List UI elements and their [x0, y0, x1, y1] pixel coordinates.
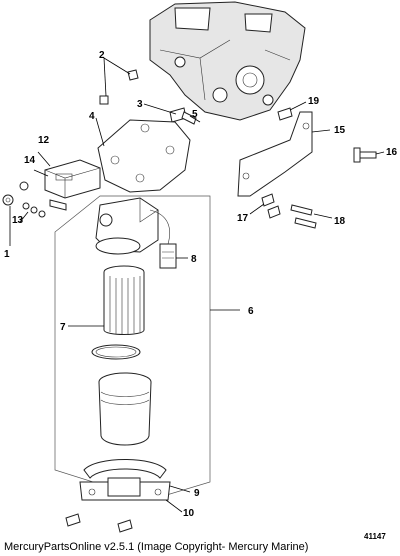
module-12 — [44, 159, 101, 199]
callout-8: 8 — [191, 254, 197, 265]
callout-6: 6 — [248, 306, 254, 317]
spacer-19 — [277, 107, 293, 121]
callout-9: 9 — [194, 488, 200, 499]
callout-17: 17 — [237, 213, 249, 224]
filter-element-7 — [103, 265, 145, 335]
filter-bowl — [98, 372, 152, 446]
bolts-18 — [290, 204, 317, 229]
callout-10: 10 — [183, 508, 195, 519]
callout-18: 18 — [334, 216, 346, 227]
callout-14: 14 — [24, 155, 36, 166]
clamp-9 — [83, 459, 167, 479]
spacers-17 — [261, 193, 281, 219]
bolt-2b — [99, 95, 109, 105]
callout-16: 16 — [386, 147, 398, 158]
callout-7: 7 — [60, 322, 66, 333]
assembly-frame — [54, 195, 211, 501]
bracket-15 — [237, 111, 313, 197]
bolt-16 — [353, 147, 377, 163]
bracket-10 — [79, 477, 171, 501]
callout-2: 2 — [99, 50, 105, 61]
bolt-2a — [127, 69, 139, 81]
mounting-bracket — [97, 119, 191, 193]
filter-head — [95, 197, 159, 255]
callout-5: 5 — [192, 109, 198, 120]
sensor-8 — [149, 209, 177, 269]
callout-19: 19 — [308, 96, 320, 107]
nut-1 — [2, 194, 14, 206]
callout-4: 4 — [89, 111, 95, 122]
callout-labels: 1 2 3 4 5 6 7 8 9 10 12 13 14 15 16 17 1… — [4, 50, 398, 519]
bolt-5 — [169, 107, 197, 125]
washer-14 — [19, 181, 29, 191]
drawing-number: 41147 — [364, 532, 386, 541]
callout-13: 13 — [12, 215, 24, 226]
washer-stack-13 — [22, 199, 67, 218]
bolts-lower — [65, 513, 133, 533]
engine-block — [149, 1, 306, 121]
o-ring — [91, 344, 141, 360]
footer-copyright: MercuryPartsOnline v2.5.1 (Image Copyrig… — [4, 541, 309, 553]
callout-12: 12 — [38, 135, 50, 146]
callout-15: 15 — [334, 125, 346, 136]
callout-3: 3 — [137, 99, 143, 110]
leader-lines — [9, 57, 385, 513]
callout-1: 1 — [4, 249, 10, 260]
